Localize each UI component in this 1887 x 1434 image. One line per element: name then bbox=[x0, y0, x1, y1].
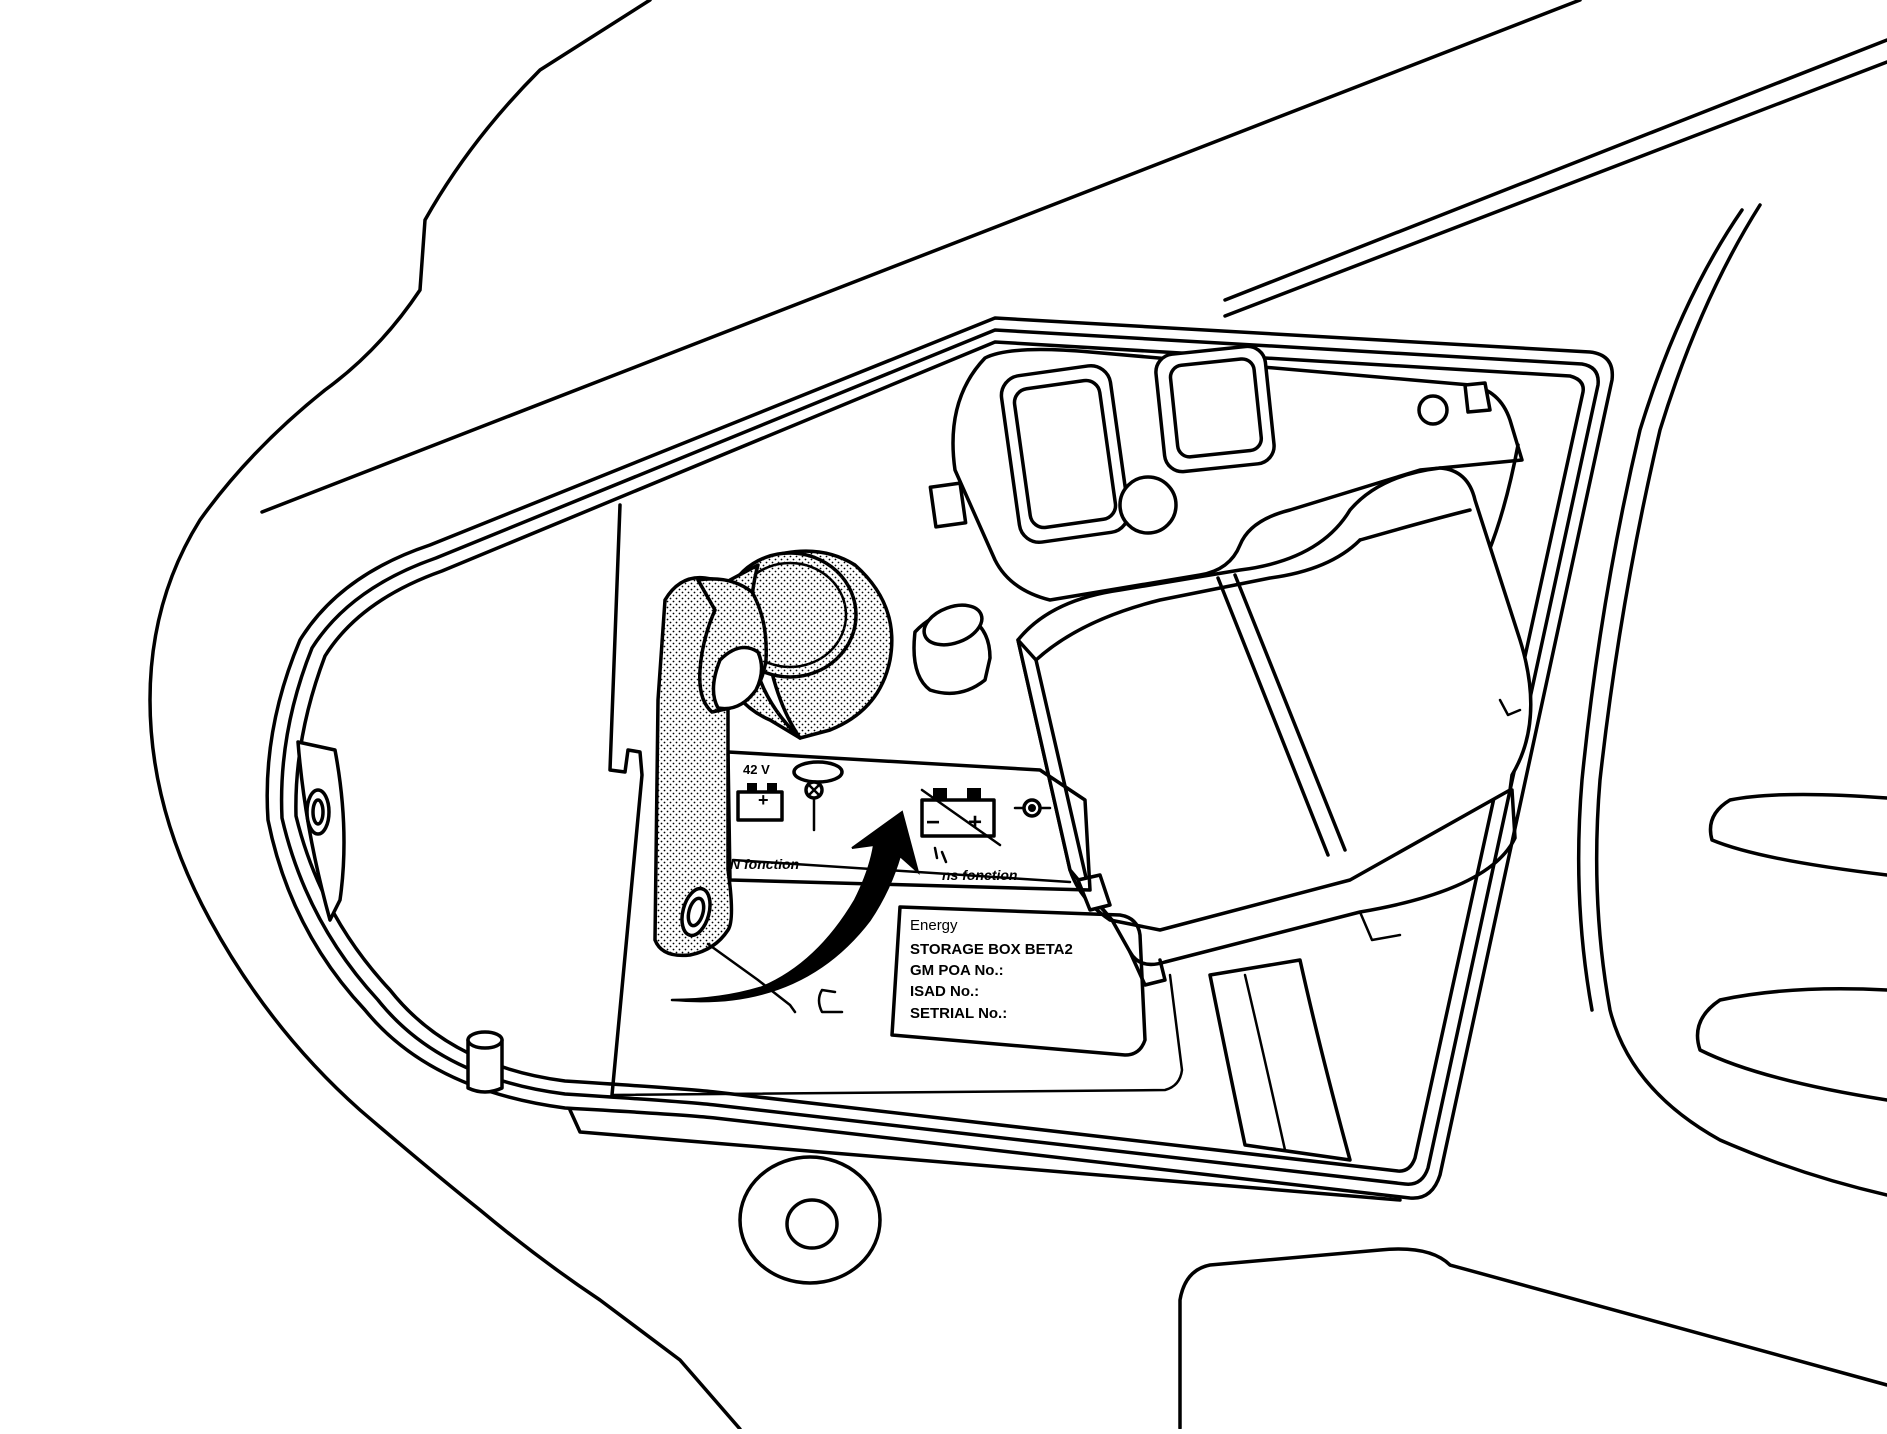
label-plate: Energy STORAGE BOX BETA2 GM POA No.: ISA… bbox=[890, 905, 1147, 1057]
curved-arrow-icon bbox=[670, 810, 920, 1003]
label-line-energy: Energy bbox=[910, 917, 958, 934]
compartment-gasket bbox=[265, 316, 1615, 1202]
battery-icon: + bbox=[736, 783, 784, 822]
label-line-serial: SETRIAL No.: bbox=[910, 1005, 1007, 1022]
label-line-isad: ISAD No.: bbox=[910, 983, 979, 1000]
upper-module bbox=[928, 344, 1524, 602]
fonction-left-label: N fonction bbox=[730, 856, 799, 872]
grommet bbox=[738, 1155, 882, 1285]
battery-crossed-icon: − + bbox=[920, 788, 1002, 847]
terminal-strip: 42 V + − + N fonction ns fonction bbox=[726, 750, 1092, 892]
mounting-plate bbox=[608, 503, 1184, 1097]
body-panel bbox=[148, 0, 1887, 1431]
right-body-detail bbox=[1178, 203, 1887, 1430]
terminal-cap bbox=[912, 603, 992, 696]
energy-storage-box bbox=[1016, 466, 1533, 987]
key bbox=[653, 575, 797, 1014]
battery-plus-left: + bbox=[758, 790, 769, 810]
label-line-gm-poa: GM POA No.: bbox=[910, 962, 1004, 979]
battery-minus-right: − bbox=[926, 809, 940, 836]
voltage-label: 42 V bbox=[743, 762, 770, 777]
label-line-storage-box: STORAGE BOX BETA2 bbox=[910, 941, 1073, 958]
fonction-right-label: ns fonction bbox=[942, 867, 1017, 883]
